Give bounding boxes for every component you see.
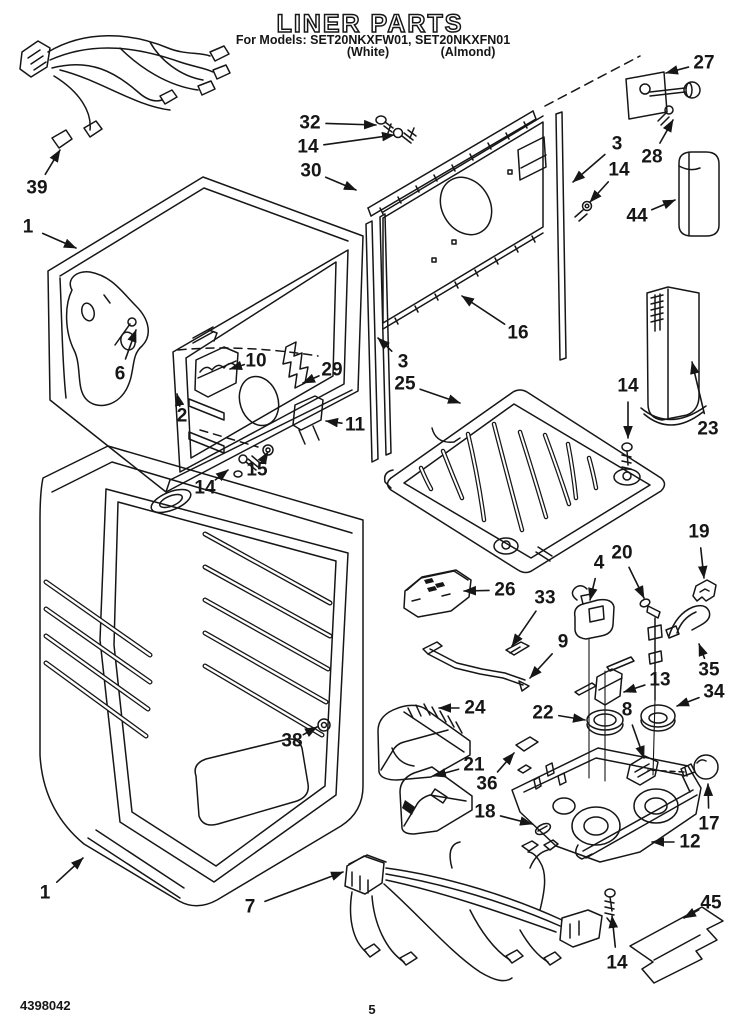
grommet-38 xyxy=(317,718,331,732)
callout-arrow-22 xyxy=(557,713,586,723)
water-valve-4 xyxy=(571,585,615,640)
callout-arrow-6 xyxy=(124,329,137,360)
hinge-bracket-6 xyxy=(65,271,149,407)
fill-cup-13 xyxy=(574,656,635,706)
light-bulb-17 xyxy=(647,754,719,780)
top-trim-rail xyxy=(367,55,641,217)
callout-arrow-16 xyxy=(461,295,506,325)
page-title: LINER PARTS xyxy=(276,9,464,39)
grommet-34 xyxy=(640,704,676,732)
shelf-25 xyxy=(383,389,666,574)
evaporator-cover-panel xyxy=(365,111,567,463)
template-sheet-45 xyxy=(629,906,724,984)
document-number: 4398042 xyxy=(20,998,71,1013)
fresh-food-liner xyxy=(39,445,364,907)
callout-arrow-29 xyxy=(302,373,320,384)
callout-arrow-21 xyxy=(433,768,460,778)
screw-32 xyxy=(375,115,394,134)
callout-arrow-45 xyxy=(683,907,700,919)
callout-arrow-2 xyxy=(174,393,185,407)
callout-arrow-30 xyxy=(324,176,357,191)
defrost-timer-26 xyxy=(403,569,472,618)
liner-shelf-rails xyxy=(43,531,333,739)
callout-arrow-10 xyxy=(229,360,246,371)
callout-arrow-19 xyxy=(697,547,708,579)
cover-sleeve-44 xyxy=(678,151,720,237)
callout-arrow-36 xyxy=(496,752,515,773)
freezer-liner xyxy=(47,176,364,493)
callout-arrow-4 xyxy=(588,577,598,601)
callout-arrow-11 xyxy=(325,417,343,428)
callout-arrow-27 xyxy=(665,65,690,75)
callout-arrow-34 xyxy=(676,696,700,707)
screw-14-right xyxy=(574,200,593,222)
models-line: For Models: SET20NKXFW01, SET20NKXFN01 xyxy=(235,33,511,47)
freezer-interior-parts xyxy=(177,341,324,478)
explode-guides xyxy=(588,638,656,782)
callout-arrow-3 xyxy=(377,337,393,353)
page-number: 5 xyxy=(368,1002,376,1017)
callout-arrow-18 xyxy=(499,815,533,826)
callout-arrow-38 xyxy=(302,726,318,738)
callout-arrow-9 xyxy=(529,652,553,679)
variant-white-label: (White) xyxy=(346,45,390,59)
variant-almond-label: (Almond) xyxy=(440,45,496,59)
callout-arrow-20 xyxy=(628,566,645,599)
callout-arrow-14 xyxy=(608,915,619,948)
heater-wire-9 xyxy=(422,641,530,692)
callout-arrow-1 xyxy=(41,232,77,249)
callout-arrow-32 xyxy=(325,119,377,130)
callout-arrow-25 xyxy=(419,388,461,404)
wire-harness-bottom xyxy=(344,839,603,982)
clip-36 xyxy=(515,736,539,774)
screw-14-top xyxy=(392,127,417,144)
callout-arrow-8 xyxy=(631,724,645,759)
callout-arrow-7 xyxy=(264,871,344,903)
callout-arrow-1 xyxy=(55,857,84,883)
fill-tube-20 xyxy=(639,598,663,701)
callout-arrow-15 xyxy=(257,451,269,465)
shelf-slots xyxy=(418,421,599,533)
bracket-plate-27 xyxy=(625,71,701,126)
lamp-socket-8 xyxy=(626,755,659,786)
clip-35 xyxy=(665,604,711,639)
screw-14-bottom xyxy=(604,888,616,924)
callout-arrow-33 xyxy=(511,610,537,647)
callout-arrow-28 xyxy=(659,119,674,144)
clip-33 xyxy=(505,641,530,656)
callout-arrow-14 xyxy=(323,131,395,146)
air-duct-21 xyxy=(399,766,473,835)
callout-arrow-17 xyxy=(703,783,714,809)
callout-arrow-23 xyxy=(690,361,706,415)
clip-19 xyxy=(692,579,717,602)
callout-arrows xyxy=(41,65,714,948)
callout-arrow-44 xyxy=(650,199,676,211)
drain-tube-23 xyxy=(640,286,707,426)
callout-arrow-14 xyxy=(589,181,610,203)
callout-arrow-13 xyxy=(623,683,646,693)
air-duct-24 xyxy=(377,703,471,781)
callout-arrow-26 xyxy=(463,585,490,596)
icemaker-bracket-12 xyxy=(511,747,702,863)
callout-arrow-3 xyxy=(572,153,606,183)
callout-arrow-14 xyxy=(214,469,229,482)
wire-harness-top xyxy=(19,35,231,149)
callout-arrow-35 xyxy=(698,643,708,660)
callout-arrow-39 xyxy=(44,149,61,176)
